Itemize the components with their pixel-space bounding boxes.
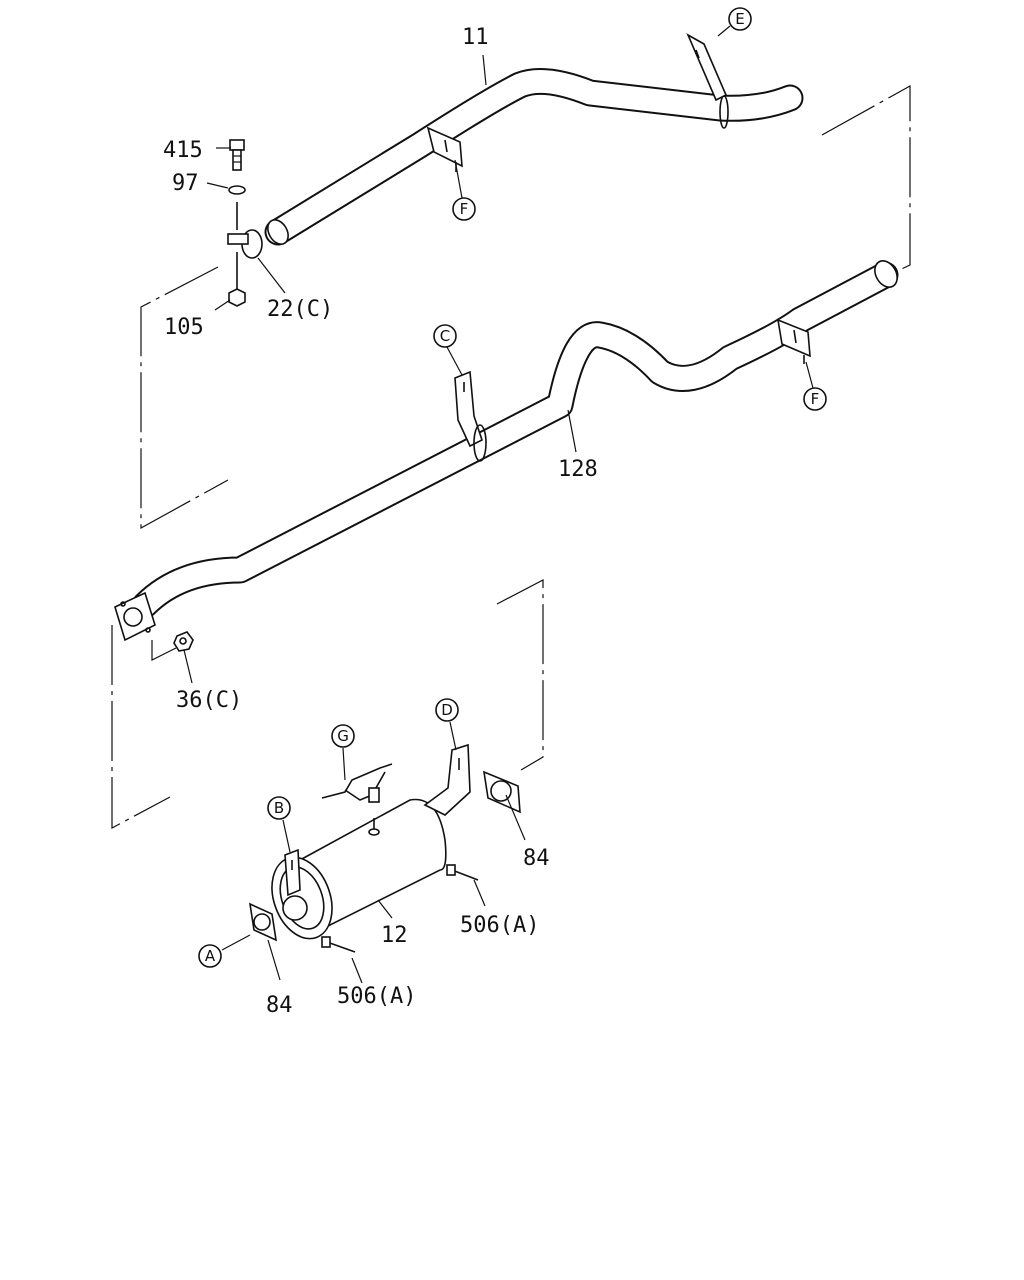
callout-84-right: 84 xyxy=(523,846,550,871)
svg-text:E: E xyxy=(735,10,744,28)
svg-text:G: G xyxy=(337,727,349,745)
marker-f-lower: F xyxy=(803,387,827,411)
clamp-assembly xyxy=(227,139,263,307)
svg-text:B: B xyxy=(274,799,284,817)
callout-415: 415 xyxy=(163,138,203,163)
muffler-12 xyxy=(248,743,521,953)
marker-a: A xyxy=(198,944,222,968)
assembly-boundary-lines xyxy=(111,84,911,830)
svg-text:F: F xyxy=(811,390,820,408)
callout-97: 97 xyxy=(172,171,199,196)
leader-lines xyxy=(183,25,814,984)
callout-11: 11 xyxy=(462,25,489,50)
callout-22c: 22(C) xyxy=(267,297,333,322)
callout-128: 128 xyxy=(558,457,598,482)
reference-markers: E F F C G D B A xyxy=(198,7,827,968)
marker-e: E xyxy=(728,7,752,31)
svg-text:A: A xyxy=(205,947,216,965)
svg-text:C: C xyxy=(440,327,450,345)
callout-506a-left: 506(A) xyxy=(337,984,416,1009)
marker-b: B xyxy=(267,796,291,820)
svg-text:F: F xyxy=(460,200,469,218)
callout-12: 12 xyxy=(381,923,408,948)
callout-105: 105 xyxy=(164,315,204,340)
callout-84-left: 84 xyxy=(266,993,293,1018)
marker-f-upper: F xyxy=(452,197,476,221)
marker-g: G xyxy=(331,724,355,748)
callout-36c: 36(C) xyxy=(176,688,242,713)
marker-d: D xyxy=(435,698,459,722)
part-callouts: 11 128 12 415 97 105 22(C) 36(C) 84 84 5… xyxy=(163,25,598,1018)
marker-c: C xyxy=(433,324,457,348)
center-pipe-128 xyxy=(114,260,899,652)
front-pipe-11 xyxy=(264,33,804,246)
callout-506a-right: 506(A) xyxy=(460,913,539,938)
svg-text:D: D xyxy=(441,701,453,719)
